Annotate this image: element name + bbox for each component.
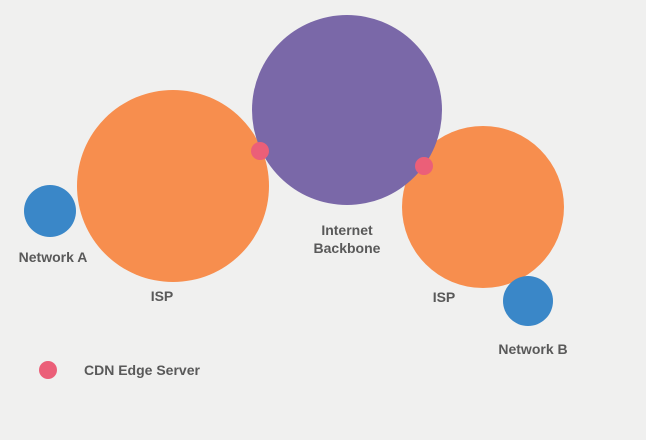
network-b-label: Network B <box>498 341 568 357</box>
isp-left-node <box>77 90 269 282</box>
internet-backbone-node <box>252 15 442 205</box>
cdn-edge-server-dot-right <box>415 157 433 175</box>
legend-cdn-edge-server-dot <box>39 361 57 379</box>
cdn-edge-server-dot-left <box>251 142 269 160</box>
legend-cdn-edge-server-label: CDN Edge Server <box>84 362 200 378</box>
isp-right-label: ISP <box>432 289 456 305</box>
isp-left-label: ISP <box>150 288 174 304</box>
network-a-node <box>24 185 76 237</box>
network-a-label: Network A <box>18 249 88 265</box>
internet-backbone-label: Internet Backbone <box>313 222 381 256</box>
network-b-node <box>503 276 553 326</box>
